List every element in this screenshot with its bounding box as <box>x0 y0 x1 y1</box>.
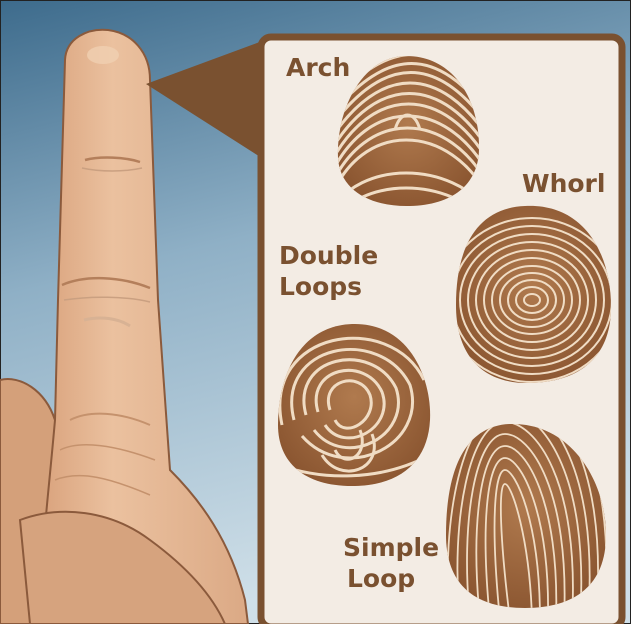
label-simple-loop-line1: Simple <box>343 532 439 563</box>
label-whorl: Whorl <box>522 168 605 199</box>
label-double-loops-line1: Double <box>279 240 378 271</box>
label-simple-loop: Simple Loop <box>343 532 439 594</box>
label-arch: Arch <box>286 52 350 83</box>
label-double-loops-line2: Loops <box>279 271 378 302</box>
label-simple-loop-line2: Loop <box>343 563 439 594</box>
label-double-loops: Double Loops <box>279 240 378 302</box>
